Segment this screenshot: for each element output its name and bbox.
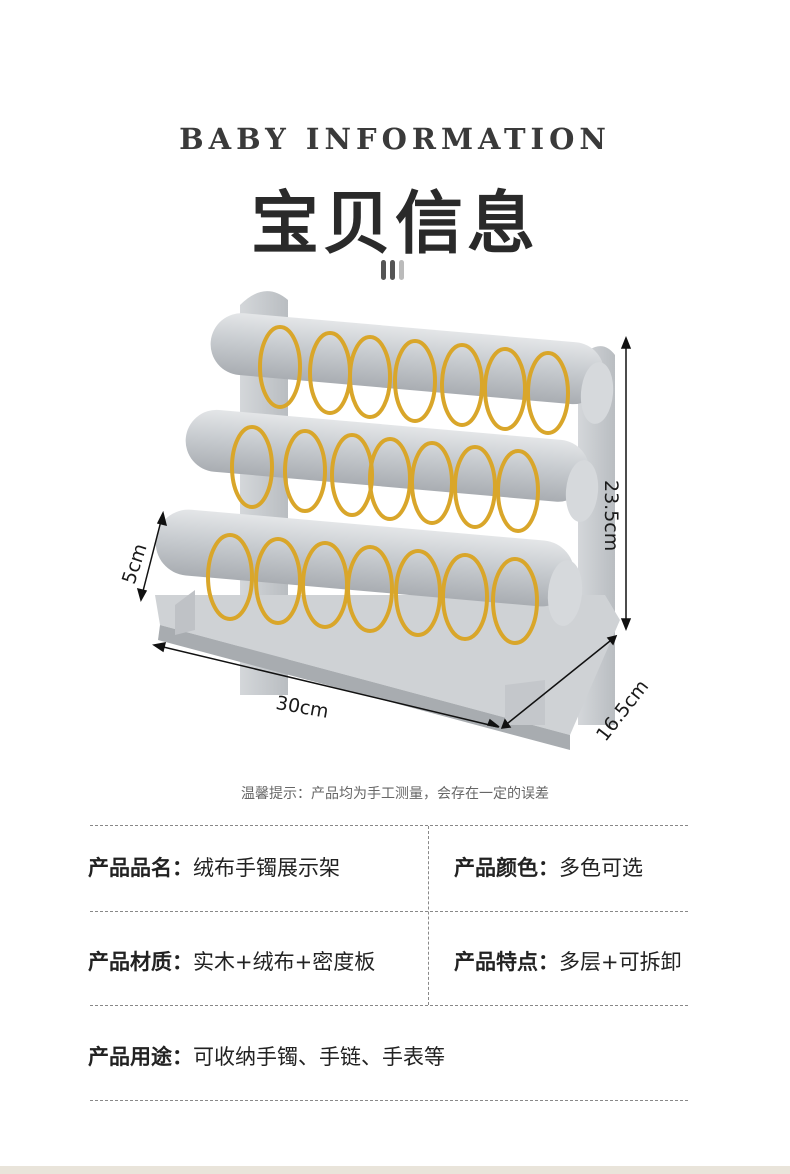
- spec-use-key: 产品用途：: [88, 1045, 193, 1069]
- spec-material: 产品材质：实木+绒布+密度板: [88, 946, 375, 976]
- divider: [90, 1100, 688, 1101]
- english-title: BABY INFORMATION: [179, 122, 611, 156]
- spec-name: 产品品名：绒布手镯展示架: [88, 852, 340, 882]
- spec-color-key: 产品颜色：: [454, 856, 559, 880]
- page-title: 宝贝信息: [250, 184, 539, 264]
- spec-feature-key: 产品特点：: [454, 950, 559, 974]
- spec-name-value: 绒布手镯展示架: [193, 856, 340, 880]
- spec-material-key: 产品材质：: [88, 950, 193, 974]
- column-divider: [428, 826, 429, 1005]
- spec-use: 产品用途：可收纳手镯、手链、手表等: [88, 1041, 445, 1071]
- height-label: 23.5cm: [600, 480, 622, 552]
- spec-use-value: 可收纳手镯、手链、手表等: [193, 1045, 445, 1069]
- measurement-tip: 温馨提示：产品均为手工测量，会存在一定的误差: [241, 786, 549, 802]
- spec-material-value: 实木+绒布+密度板: [193, 950, 376, 974]
- spec-feature: 产品特点：多层+可拆卸: [454, 946, 682, 976]
- decor-bars-icon: [381, 260, 404, 280]
- spec-color: 产品颜色：多色可选: [454, 852, 643, 882]
- divider: [90, 825, 688, 826]
- divider: [90, 911, 688, 912]
- bottom-strip: [0, 1166, 790, 1174]
- divider: [90, 1005, 688, 1006]
- spec-feature-value: 多层+可拆卸: [559, 950, 682, 974]
- spec-color-value: 多色可选: [559, 856, 643, 880]
- bracelet-display-stand-image: [136, 291, 632, 750]
- spec-name-key: 产品品名：: [88, 856, 193, 880]
